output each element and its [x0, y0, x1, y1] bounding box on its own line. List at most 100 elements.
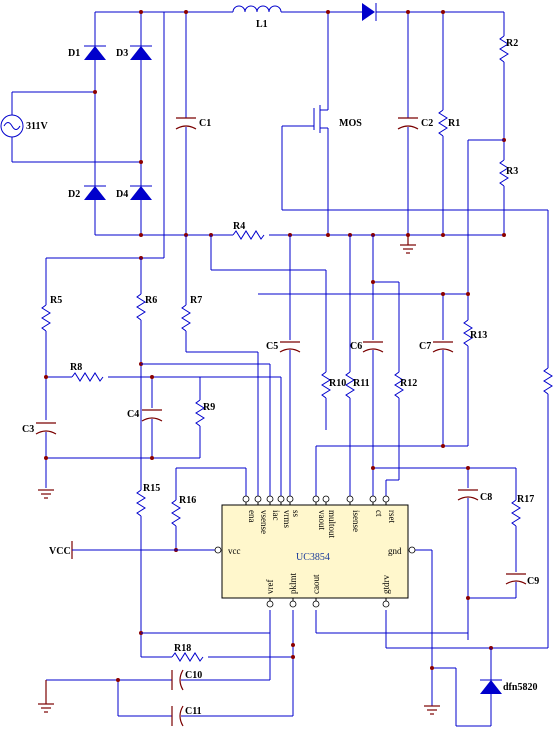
ic-pin-pklmt: pklmt	[288, 572, 298, 608]
label-c6: C6	[350, 341, 362, 352]
label-r10: R10	[329, 378, 346, 389]
capacitor-c10-plate2	[179, 669, 184, 691]
ground-c10	[38, 680, 54, 713]
resistor-r1	[438, 109, 448, 137]
ic-pin-ena: ena	[242, 495, 257, 523]
ic-pin-vref: vref	[265, 580, 275, 608]
capacitor-c1-plate2	[175, 125, 197, 130]
ground-ic	[424, 705, 440, 715]
label-r12: R12	[400, 378, 417, 389]
resistor-r11	[345, 371, 355, 399]
label-r16: R16	[179, 495, 196, 506]
ic-pin-rset: rset	[382, 495, 397, 523]
label-c10: C10	[185, 670, 202, 681]
pin-label-gnd: gnd	[388, 546, 402, 556]
resistor-r12	[394, 371, 404, 399]
ic-pin-ss: ss	[286, 495, 301, 518]
resistor-r17	[511, 499, 521, 527]
ic-pin-gtdrv: gtdrv	[381, 575, 391, 608]
resistor-r8	[71, 372, 104, 382]
label-r7: R7	[190, 295, 202, 306]
ic-pin-multout: multout	[322, 495, 337, 539]
ic-name: UC3854	[296, 552, 330, 563]
label-d4: D4	[116, 189, 128, 200]
label-d1: D1	[68, 48, 80, 59]
label-c9: C9	[527, 576, 539, 587]
label-d2: D2	[68, 189, 80, 200]
pin-label-vref: vref	[265, 580, 275, 595]
bridge-rectifier: D1 D3 D2 D4 311V	[0, 11, 233, 236]
pin-label-ss: ss	[291, 510, 301, 518]
label-c1: C1	[199, 118, 211, 129]
label-r9: R9	[203, 402, 215, 413]
label-r18: R18	[174, 643, 191, 654]
resistor-r3	[499, 159, 509, 187]
pin-label-vcc: vcc	[228, 546, 241, 556]
capacitor-c11-plate2	[179, 705, 184, 727]
diode-d4	[130, 185, 152, 200]
resistor-r10	[321, 371, 331, 399]
pin-label-vsense: vsense	[259, 510, 269, 534]
pin-label-multout: multout	[327, 510, 337, 539]
ic-pin-ct: ct	[369, 495, 384, 517]
resistor-isense	[543, 367, 553, 395]
resistor-r6	[136, 293, 146, 321]
label-dfn5820: dfn5820	[503, 682, 537, 693]
capacitor-c3-plate2	[35, 430, 57, 435]
inductor-l1	[232, 5, 282, 13]
ic-pin-caout: caout	[311, 574, 321, 608]
ic-pin-vaout: vaout	[312, 495, 327, 530]
ground-c3	[38, 489, 54, 499]
resistor-r9	[195, 399, 205, 427]
resistor-r15	[136, 489, 146, 517]
ic-pin-isense: isense	[346, 495, 361, 532]
label-r13: R13	[470, 330, 487, 341]
ic-pin-vrms: vrms	[277, 495, 292, 528]
label-c11: C11	[185, 706, 202, 717]
label-vcc: VCC	[49, 546, 71, 557]
resistor-r5	[41, 304, 51, 332]
label-source-voltage: 311V	[26, 121, 48, 132]
label-r3: R3	[506, 166, 518, 177]
resistor-r18	[171, 652, 204, 662]
pin-label-gtdrv: gtdrv	[381, 575, 391, 594]
capacitor-c2-plate2	[397, 125, 419, 130]
label-c8: C8	[480, 492, 492, 503]
label-r8: R8	[70, 362, 82, 373]
resistor-r7	[181, 304, 191, 332]
resistor-r16	[171, 499, 181, 527]
ic-pin-vcc: vcc	[214, 546, 241, 556]
power-stage: L1 C1 MOS C2	[93, 3, 548, 254]
label-d3: D3	[116, 48, 128, 59]
ground-power	[400, 235, 416, 254]
label-c4: C4	[127, 409, 139, 420]
ac-source	[0, 91, 141, 163]
pin-label-caout: caout	[311, 574, 321, 594]
capacitor-c5-plate2	[279, 348, 301, 353]
diode-d2	[84, 185, 106, 200]
pin-label-pklmt: pklmt	[288, 572, 298, 594]
pin-label-rset: rset	[387, 510, 397, 523]
label-r2: R2	[506, 38, 518, 49]
ic-pin-gnd: gnd	[388, 546, 416, 556]
pin-label-iac: iac	[271, 510, 281, 521]
label-mosfet: MOS	[339, 118, 362, 129]
label-r5: R5	[50, 295, 62, 306]
label-c7: C7	[419, 341, 431, 352]
resistor-r13	[463, 319, 473, 347]
label-l1: L1	[256, 19, 268, 30]
control-network: R5 R8 C3 R6 C4	[22, 12, 553, 727]
ic-pin-vsense: vsense	[254, 495, 269, 534]
capacitor-c9-plate2	[505, 580, 527, 585]
pin-label-ct: ct	[374, 510, 384, 517]
capacitor-c7-plate2	[432, 348, 454, 353]
boost-diode	[362, 3, 377, 21]
label-c2: C2	[421, 118, 433, 129]
pin-label-ena: ena	[247, 510, 257, 523]
label-c3: C3	[22, 424, 34, 435]
diode-dfn5820	[480, 679, 502, 694]
pin-label-isense: isense	[351, 510, 361, 532]
ic-pin-iac: iac	[266, 495, 281, 521]
